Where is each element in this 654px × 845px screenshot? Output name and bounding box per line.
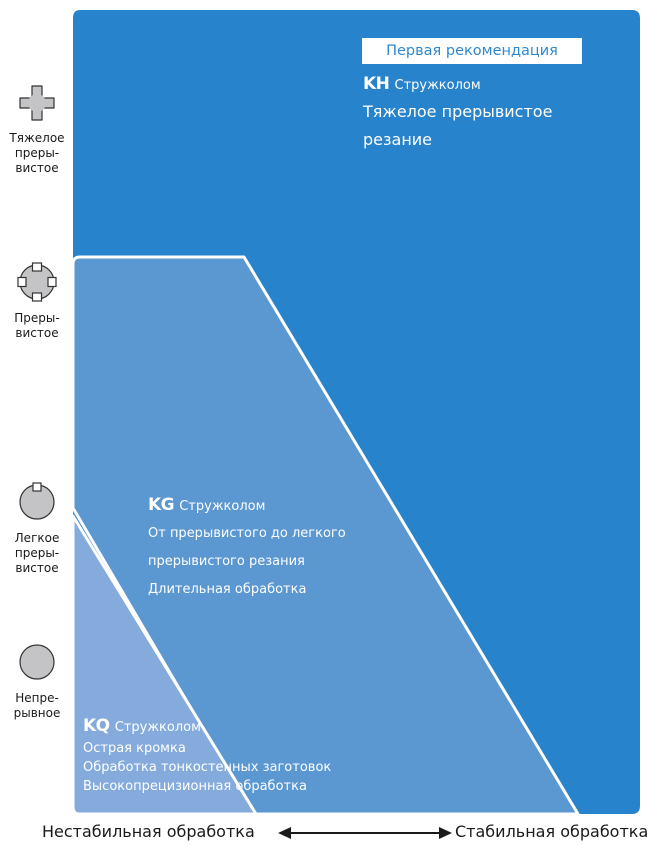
interrupted-workpiece-icon: [17, 262, 57, 302]
condition-label-continuous: Непре- рывное: [13, 691, 61, 720]
double-arrow-icon: [278, 827, 452, 839]
unstable-machining-label: Нестабильная обработка: [42, 822, 255, 841]
kg-description-line: Длительная обработка: [148, 582, 307, 597]
continuous-workpiece-icon: [19, 644, 55, 680]
condition-label-heavy-interrupted: Тяжелое преры- вистое: [9, 131, 65, 175]
kg-text-block: KG Стружколом От прерывистого до легкого…: [148, 492, 346, 604]
kq-breaker-label: Стружколом: [114, 720, 201, 735]
kg-description-line: прерывистого резания: [148, 554, 305, 569]
kq-description-line: Высокопрецизионная обработка: [83, 779, 307, 794]
kh-description-line: резание: [363, 130, 433, 149]
kq-text-block: KQ Стружколом Острая кромка Обработка то…: [83, 715, 331, 796]
kg-code: KG: [148, 495, 175, 515]
kq-description-line: Острая кромка: [83, 741, 186, 756]
kh-breaker-label: Стружколом: [394, 78, 481, 93]
kh-description-line: Тяжелое прерывистое: [363, 102, 553, 121]
kg-description-line: От прерывистого до легкого: [148, 526, 346, 541]
condition-label-interrupted: Преры- вистое: [14, 311, 60, 340]
kq-region: [71, 514, 258, 816]
kq-description-line: Обработка тонкостенных заготовок: [83, 760, 332, 775]
heavy-interrupted-workpiece-icon: [19, 85, 55, 121]
light-interrupted-workpiece-icon: [19, 482, 55, 520]
first-recommendation-badge: Первая рекомендация: [362, 38, 582, 64]
stable-machining-label: Стабильная обработка: [455, 822, 649, 841]
kq-code: KQ: [83, 716, 110, 736]
kg-region: [71, 255, 580, 816]
kh-code: KH: [363, 74, 390, 94]
condition-label-light-interrupted: Легкое преры- вистое: [14, 531, 60, 575]
kg-breaker-label: Стружколом: [179, 499, 266, 514]
kh-text-block: KH Стружколом Тяжелое прерывистое резани…: [363, 72, 552, 154]
